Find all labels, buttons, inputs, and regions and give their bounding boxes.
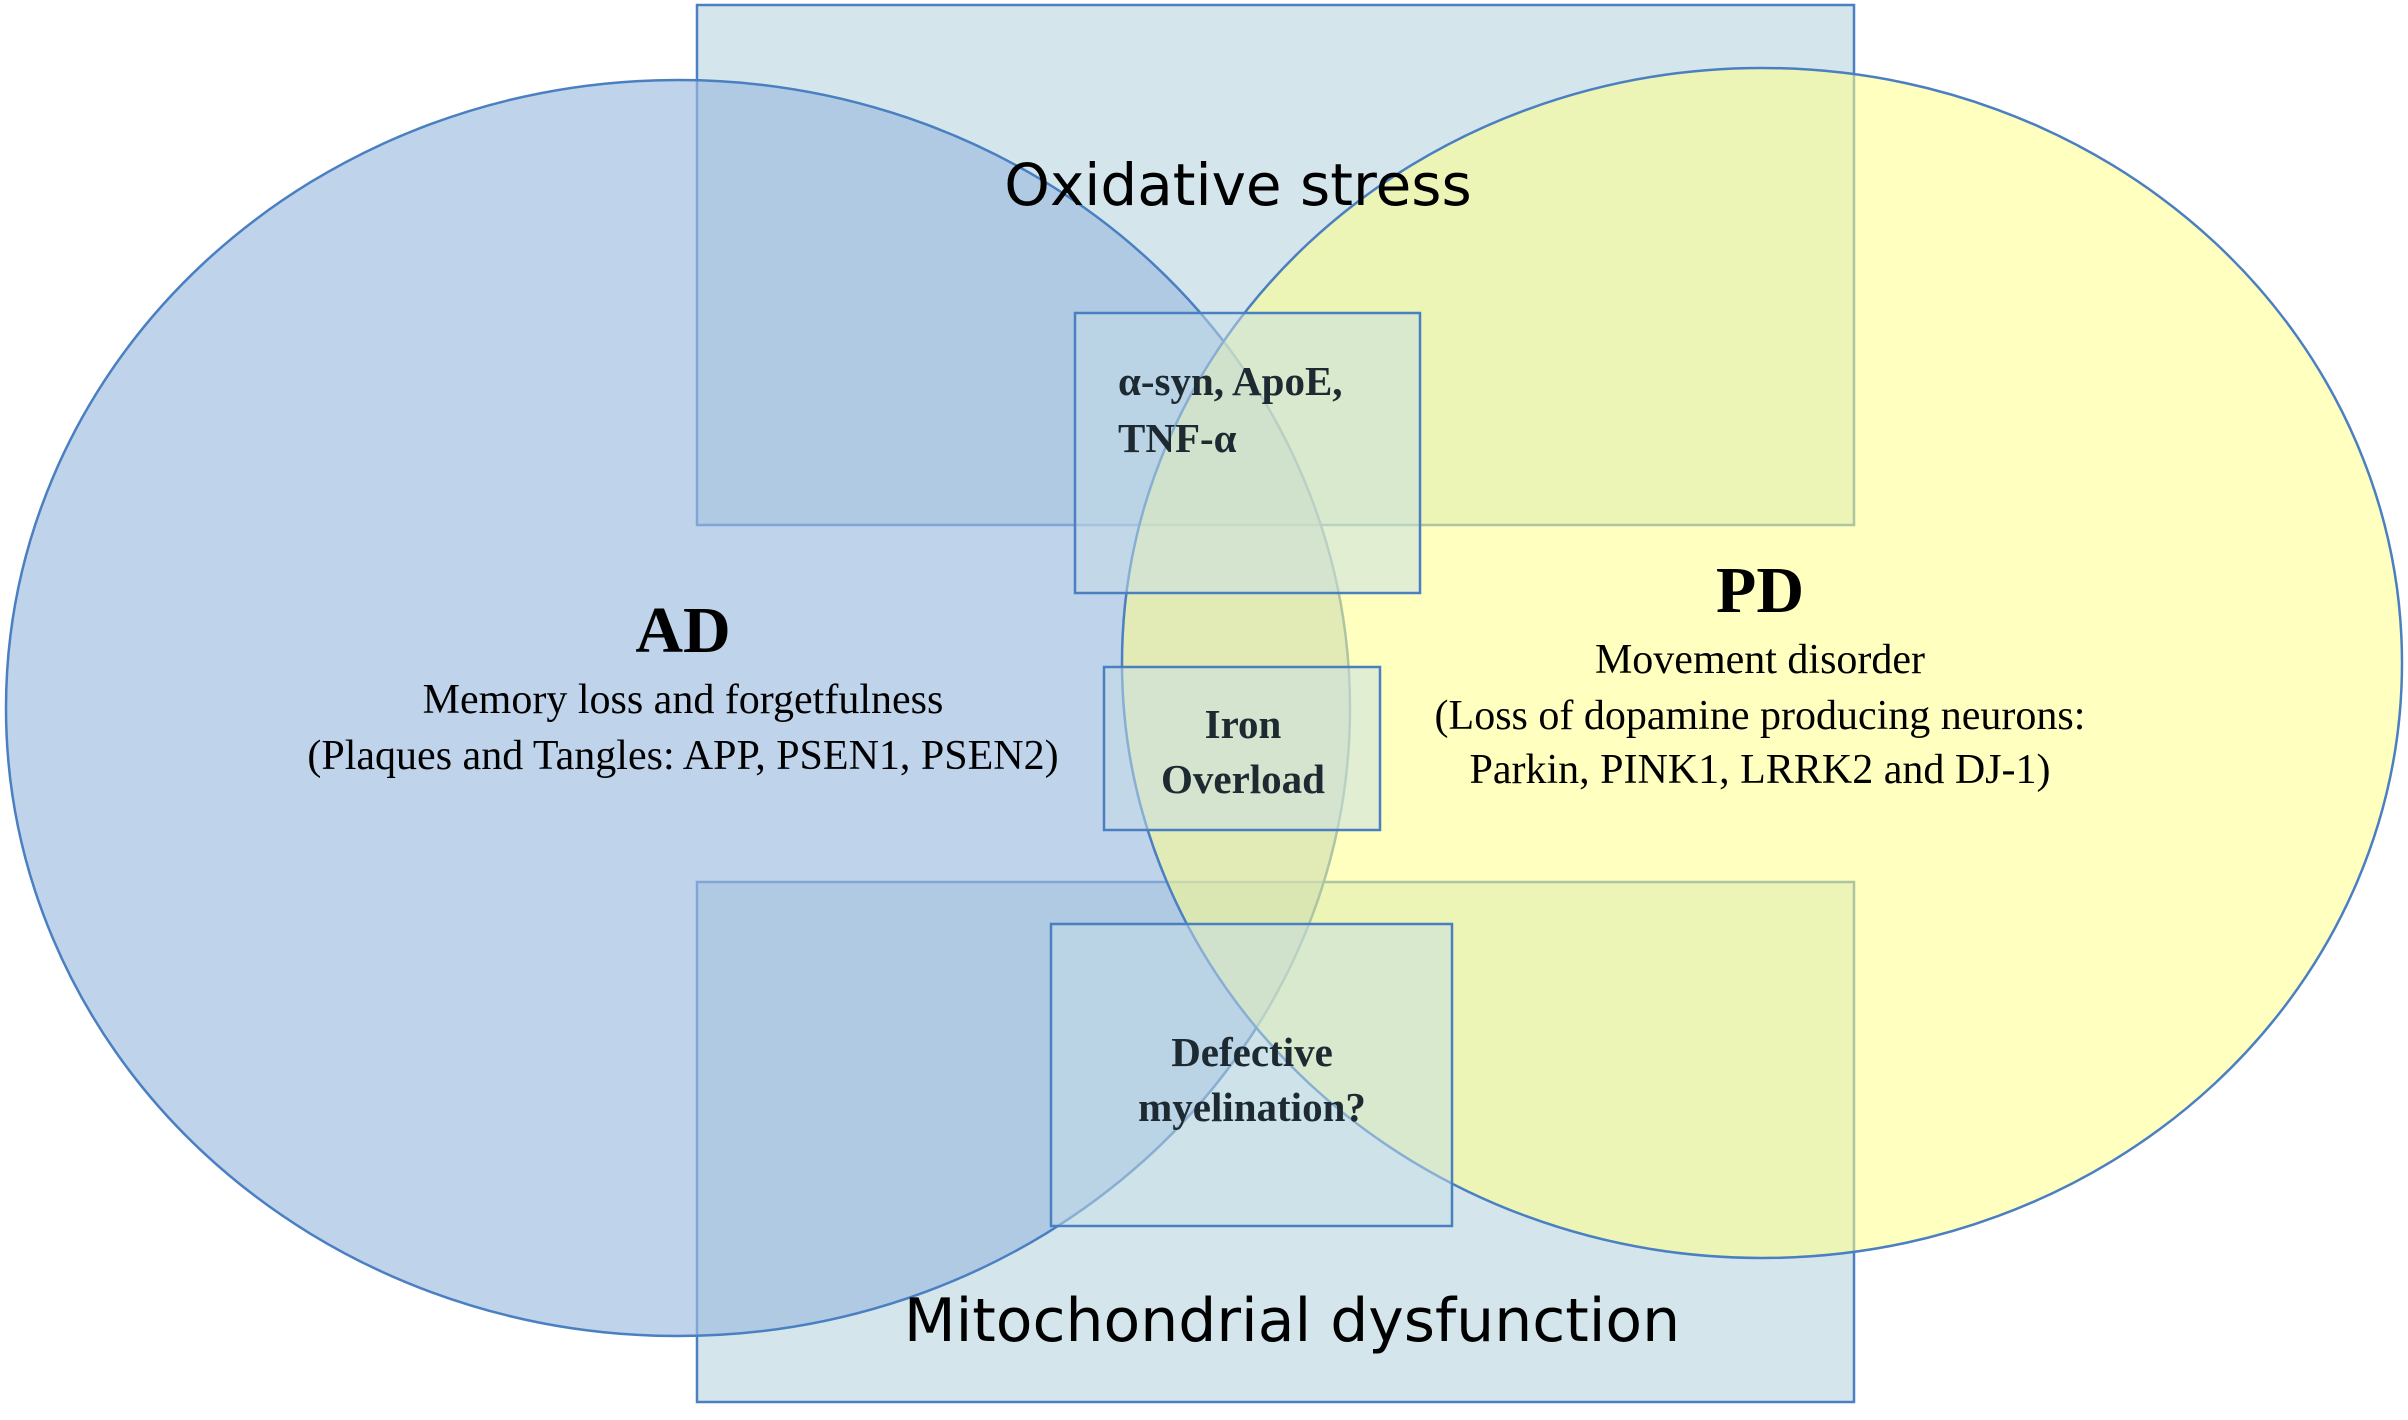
- defective-myelination-box: [1049, 922, 1454, 1228]
- defective-myelination-line-1: Defective: [1171, 1029, 1333, 1075]
- genes-line-1: α-syn, ApoE,: [1118, 358, 1343, 404]
- iron-overload-line-2: Overload: [1161, 756, 1325, 802]
- ad-description-line-1: Memory loss and forgetfulness: [423, 677, 944, 723]
- pd-title: PD: [1716, 554, 1804, 627]
- ad-description-line-2: (Plaques and Tangles: APP, PSEN1, PSEN2): [307, 733, 1058, 779]
- oxidative-stress-label: Oxidative stress: [1004, 151, 1471, 219]
- genes-box: [1073, 311, 1422, 595]
- mitochondrial-dysfunction-label: Mitochondrial dysfunction: [904, 1286, 1680, 1356]
- iron-overload-line-1: Iron: [1205, 701, 1282, 747]
- genes-line-2: TNF-α: [1118, 415, 1237, 461]
- ad-title: AD: [635, 594, 730, 667]
- defective-myelination-line-2: myelination?: [1138, 1084, 1366, 1130]
- pd-description-line-1: Movement disorder: [1595, 637, 1925, 683]
- iron-overload-box: [1102, 665, 1382, 832]
- pd-description-line-3: Parkin, PINK1, LRRK2 and DJ-1): [1470, 747, 2051, 793]
- pd-description-line-2: (Loss of dopamine producing neurons:: [1435, 693, 2086, 739]
